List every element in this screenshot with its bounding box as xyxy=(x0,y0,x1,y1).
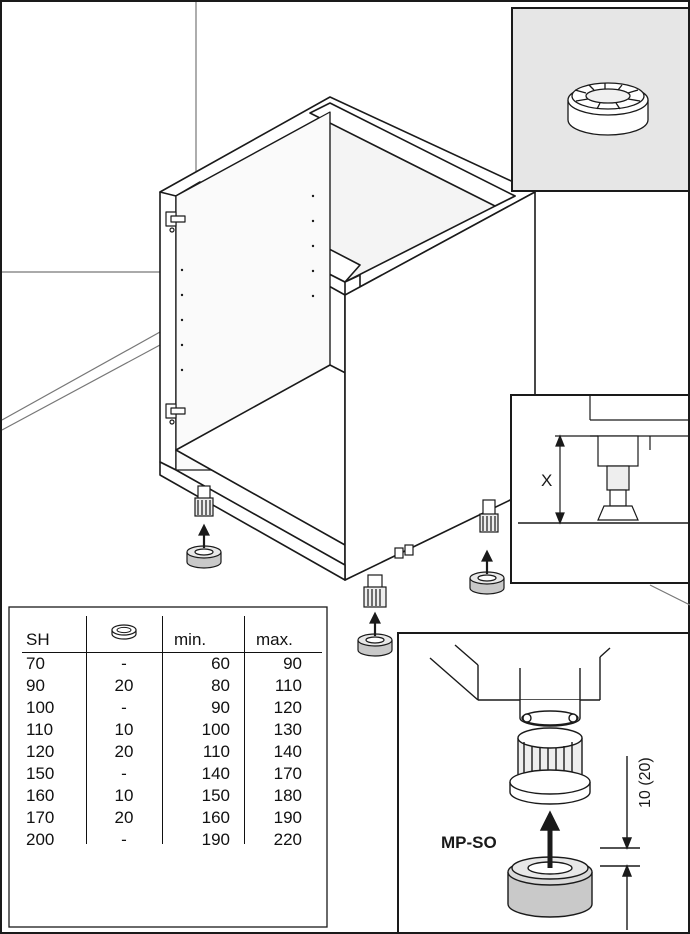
table-col-divider xyxy=(162,616,163,844)
cell-spacer: - xyxy=(121,698,127,717)
cell-min: 100 xyxy=(201,720,230,739)
cell-max: 120 xyxy=(273,698,302,717)
cell-min: 80 xyxy=(211,676,230,695)
spacer-ring-right xyxy=(469,549,505,595)
inset-dimension-x xyxy=(510,394,690,584)
table-row: 110 10 100 130 xyxy=(22,720,322,742)
table-row: 120 20 110 140 xyxy=(22,742,322,764)
inset-mpso-detail xyxy=(397,632,690,934)
cell-spacer: 20 xyxy=(114,676,134,695)
cell-spacer: 10 xyxy=(114,720,134,739)
inset-spacer-ring xyxy=(511,7,690,192)
cabinet xyxy=(159,96,536,581)
table-body: 70 - 60 90 90 20 80 110 100 - 90 120 110 10 100 130 120 2… xyxy=(22,654,322,852)
cell-spacer: - xyxy=(121,654,127,673)
cell-max: 170 xyxy=(273,764,302,783)
table-row: 90 20 80 110 xyxy=(22,676,322,698)
cell-max: 190 xyxy=(273,808,302,827)
cell-spacer: 20 xyxy=(114,808,134,827)
cell-spacer: - xyxy=(121,830,127,849)
cell-sh: 100 xyxy=(26,698,55,717)
table-row: 160 10 150 180 xyxy=(22,786,322,808)
spacer-ring-left xyxy=(186,523,222,569)
header-min: min. xyxy=(174,630,207,649)
cell-spacer: - xyxy=(121,764,127,783)
table-header-divider xyxy=(22,652,322,654)
dimension-x-label: X xyxy=(541,471,552,490)
legs xyxy=(194,485,499,608)
cell-sh: 170 xyxy=(26,808,55,827)
cell-spacer: 10 xyxy=(114,786,134,805)
cell-spacer: 20 xyxy=(114,742,134,761)
cell-min: 90 xyxy=(211,698,230,717)
table-row: 170 20 160 190 xyxy=(22,808,322,830)
cell-min: 150 xyxy=(201,786,230,805)
table-frame xyxy=(8,606,328,928)
spacer-height-label: 10 (20) xyxy=(637,757,654,808)
part-code-label: MP-SO xyxy=(441,833,497,852)
table-col-divider xyxy=(86,616,87,844)
table-col-divider xyxy=(244,616,245,844)
cell-sh: 150 xyxy=(26,764,55,783)
cell-sh: 160 xyxy=(26,786,55,805)
table-row: 70 - 60 90 xyxy=(22,654,322,676)
spacer-ring-front xyxy=(357,611,393,657)
cell-max: 180 xyxy=(273,786,302,805)
hinge-top xyxy=(165,211,186,233)
cell-max: 130 xyxy=(273,720,302,739)
table-header-row: SH min. max. xyxy=(22,616,322,652)
cell-min: 60 xyxy=(211,654,230,673)
cell-max: 140 xyxy=(273,742,302,761)
cell-sh: 120 xyxy=(26,742,55,761)
table-row: 200 - 190 220 xyxy=(22,830,322,852)
cell-sh: 110 xyxy=(26,720,54,739)
cell-min: 140 xyxy=(201,764,230,783)
cell-sh: 70 xyxy=(26,654,45,673)
header-max: max. xyxy=(256,630,293,649)
cell-max: 220 xyxy=(273,830,302,849)
table-row: 100 - 90 120 xyxy=(22,698,322,720)
cell-min: 110 xyxy=(202,742,230,761)
cell-sh: 90 xyxy=(26,676,45,695)
cell-min: 190 xyxy=(201,830,230,849)
cell-max: 90 xyxy=(283,654,302,673)
cell-min: 160 xyxy=(201,808,230,827)
foot-spacer-ring-icon xyxy=(86,624,162,655)
header-sh: SH xyxy=(26,630,50,649)
cell-sh: 200 xyxy=(26,830,55,849)
hinge-bottom xyxy=(165,403,186,425)
spacer-rings xyxy=(186,523,505,657)
cell-max: 110 xyxy=(274,676,302,695)
table-row: 150 - 140 170 xyxy=(22,764,322,786)
